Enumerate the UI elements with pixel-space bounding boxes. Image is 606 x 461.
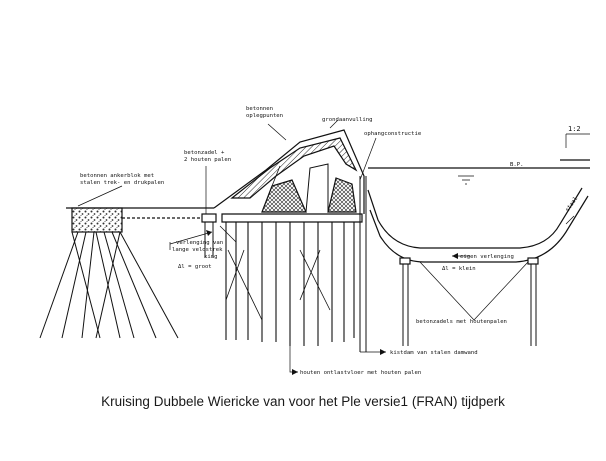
label-betonzadel-2: 2 houten palen [184, 157, 231, 163]
channel-bed [367, 187, 583, 249]
oplegpunt-left [261, 179, 307, 213]
label-kistdam: kistdam van stalen damwand [390, 350, 478, 356]
label-delta-groot: Δl = groot [178, 264, 212, 270]
deck-beam [221, 213, 363, 223]
label-betonnen: betonnen [246, 106, 273, 112]
label-ankerblok-1: betonnen ankerblok met [80, 173, 154, 179]
label-eigen-verlenging: eigen verlenging [460, 254, 514, 260]
timber-piles [225, 222, 355, 346]
label-delta-klein: Δl = klein [442, 266, 476, 272]
label-grondaanvulling: grondaanvulling [322, 117, 373, 123]
anchor-block [71, 207, 123, 233]
grondaanvulling-fill [230, 137, 358, 199]
label-verlenging-3: king [204, 254, 217, 260]
label-ankerblok-2: stalen trek- en drukpalen [80, 180, 164, 186]
kistdam-wall [359, 176, 367, 352]
label-verlenging-1: verlenging van [176, 240, 223, 246]
oplegpunt-right [327, 177, 357, 213]
label-betonzadels: betonzadels met houtenpalen [416, 319, 507, 325]
caption: Kruising Dubbele Wiericke van voor het P… [101, 394, 505, 409]
label-ophangconstructie: ophangconstructie [364, 131, 422, 137]
betonzadel-right-1 [399, 257, 411, 265]
label-bp: B.P. [510, 162, 523, 168]
anchor-piles [39, 231, 179, 339]
label-houten-ontlastvloer: houten ontlastvloer met houten palen [300, 370, 421, 376]
channel-bed-lower [369, 195, 589, 263]
label-betonzadel-1: betonzadel + [184, 150, 225, 156]
label-oplegpunten: oplegpunten [246, 113, 283, 119]
betonzadel-block [201, 213, 217, 223]
label-scale: 1:2 [568, 125, 581, 133]
water-mark [458, 175, 474, 185]
label-verlenging-2: lange veldstrek [172, 247, 223, 253]
betonzadel-right-2 [527, 257, 539, 265]
embankment-outline [213, 129, 365, 214]
label-staal: staal [565, 196, 580, 213]
